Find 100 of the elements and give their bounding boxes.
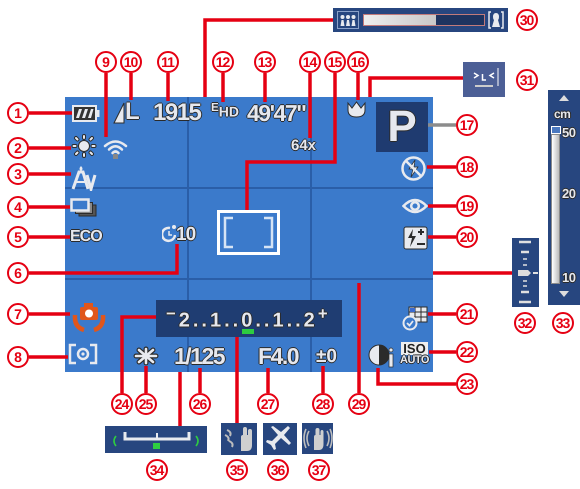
asterisk-icon: [132, 346, 160, 366]
battery-icon: [72, 105, 100, 122]
callout-number: 37: [308, 459, 330, 481]
calendar-check-icon: [402, 306, 428, 331]
callout-number: 22: [456, 341, 478, 363]
level-gauge-icon: [105, 426, 207, 453]
leader-line: [29, 205, 70, 209]
leader-line: [178, 372, 182, 426]
callout-number: 1: [7, 102, 29, 124]
callout-number: 35: [226, 459, 248, 481]
leader-line: [29, 235, 70, 239]
unit-label: cm: [554, 108, 570, 120]
scale-value: 20: [562, 187, 576, 200]
leader-line: [29, 244, 179, 275]
leader-line: [428, 350, 456, 354]
leader-line: [428, 312, 456, 316]
callout-number: 20: [456, 226, 478, 248]
distance-scale-panel: [548, 90, 580, 305]
image-size-label: L: [125, 100, 140, 124]
wifi-icon: [103, 137, 128, 160]
leader-line: [321, 366, 325, 393]
timer-seconds-text: 10: [176, 225, 196, 244]
leader-line: [376, 368, 456, 386]
callout-number: 34: [146, 459, 168, 481]
callout-number: 10: [120, 51, 142, 73]
callout-number: 7: [7, 303, 29, 325]
leader-line: [29, 355, 68, 359]
callout-number: 12: [212, 51, 234, 73]
leader-line: [144, 366, 148, 393]
shooting-mode-panel: P: [376, 102, 428, 152]
callout-number: 8: [7, 346, 29, 368]
hand-wave-icon: [221, 423, 257, 455]
leader-line: [428, 204, 456, 208]
leader-line: [266, 368, 270, 393]
leader-line: [29, 146, 71, 150]
leader-line: [235, 337, 239, 423]
bracketed-circle-icon: [68, 343, 98, 365]
callout-number: 31: [516, 69, 538, 91]
leader-line: [203, 18, 333, 97]
callout-number: 29: [348, 393, 370, 415]
callout-number: 27: [257, 393, 279, 415]
callout-number: 23: [456, 373, 478, 395]
callout-number: 26: [189, 393, 211, 415]
flower-icon: [345, 100, 368, 119]
leader-line: [129, 73, 133, 100]
iso-label: ISO: [401, 342, 428, 355]
callout-number: 24: [111, 393, 133, 415]
leader-line: [29, 312, 70, 316]
camera-screen: [65, 97, 433, 372]
scale-value: 50: [562, 126, 576, 139]
sun-icon: [71, 134, 97, 158]
callout-number: 33: [552, 312, 574, 334]
callout-number: 16: [347, 51, 369, 73]
exposure-scale-text: $^{−}$2..1..0..1..2$^{+}$: [166, 306, 331, 331]
leader-line: [120, 315, 156, 393]
movie-quality-label: $^{E}$HD: [211, 102, 240, 119]
callout-number: 25: [135, 393, 157, 415]
focus-frame: [217, 210, 280, 255]
callout-number: 15: [324, 51, 346, 73]
callout-number: 6: [7, 262, 29, 284]
callout-number: 11: [157, 51, 179, 73]
callout-number: 13: [254, 51, 276, 73]
exposure-scale-panel: [156, 300, 342, 337]
callout-number: 9: [95, 51, 117, 73]
stacked-frames-icon: [70, 198, 98, 218]
camera-icon: [70, 300, 108, 333]
leader-line: [221, 73, 225, 102]
leader-line: [29, 111, 72, 115]
zoom-ratio-text: 64x: [291, 138, 316, 153]
leader-line: [428, 123, 456, 127]
scale-value: 10: [562, 271, 576, 284]
airplane-icon: [263, 423, 297, 455]
leader-line: [368, 76, 463, 97]
shots-remaining-text: 1915: [153, 101, 200, 125]
callout-number: 32: [514, 312, 536, 334]
color-effect-icon: [71, 165, 97, 191]
shaking-hand-icon: [302, 423, 333, 454]
contrast-icon: [368, 343, 395, 368]
callout-number: 28: [312, 393, 334, 415]
flash-plus-minus-icon: [403, 226, 428, 250]
leader-line: [198, 368, 202, 393]
leader-line: [29, 172, 71, 176]
callout-number: 19: [456, 195, 478, 217]
eye-icon: [402, 197, 428, 215]
leader-line: [166, 73, 170, 101]
auto-mode-label: AUTO: [400, 355, 429, 366]
leader-line: [263, 73, 267, 102]
callout-number: 17: [456, 114, 478, 136]
zoom-bar-panel: [333, 8, 508, 32]
vertical-scale-icon: [512, 238, 539, 307]
callout-number: 5: [7, 226, 29, 248]
shutter-speed-text: 1/125: [174, 345, 224, 368]
leader-line: [357, 283, 361, 393]
callout-number: 36: [267, 459, 289, 481]
callout-number: 21: [456, 303, 478, 325]
exposure-shift-text: ±0: [316, 347, 337, 366]
aperture-text: F4.0: [258, 345, 298, 368]
callout-number: 18: [456, 156, 478, 178]
eco-mode-label: ECO: [70, 229, 102, 245]
callout-number: 30: [516, 9, 538, 31]
